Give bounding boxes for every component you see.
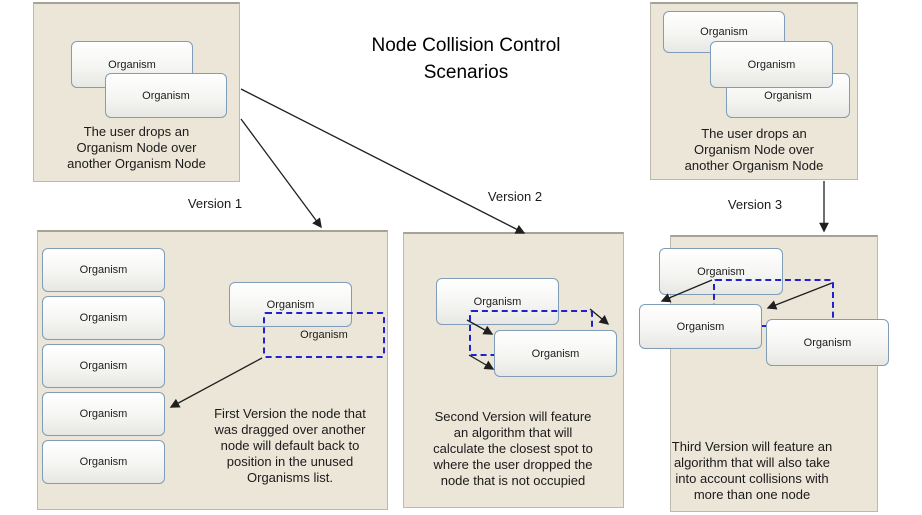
caption-line: another Organism Node bbox=[684, 158, 824, 173]
version-3-caption: Third Version will feature an algorithm … bbox=[652, 439, 852, 503]
organism-list-node: Organism bbox=[42, 296, 165, 340]
organism-list-node: Organism bbox=[42, 440, 165, 484]
organism-node: Organism bbox=[766, 319, 889, 366]
organism-list-node: Organism bbox=[42, 344, 165, 388]
drop-right-caption: The user drops an Organism Node over ano… bbox=[650, 126, 858, 174]
organism-node: Organism bbox=[105, 73, 227, 118]
caption-line: Organism Node over bbox=[694, 142, 814, 157]
organism-list-node: Organism bbox=[42, 248, 165, 292]
caption-line: an algorithm that will bbox=[453, 425, 573, 440]
caption-line: was dragged over another bbox=[214, 422, 366, 437]
version-2-caption: Second Version will feature an algorithm… bbox=[405, 409, 621, 489]
organism-node: Organism bbox=[229, 282, 352, 327]
organism-node: Organism bbox=[494, 330, 617, 377]
version-1-caption: First Version the node that was dragged … bbox=[192, 406, 388, 486]
caption-line: Third Version will feature an bbox=[671, 439, 833, 454]
arrow-dropleft-to-version2 bbox=[240, 88, 526, 234]
caption-line: more than one node bbox=[693, 487, 811, 502]
drop-left-caption: The user drops an Organism Node over ano… bbox=[33, 124, 240, 172]
caption-line: The user drops an bbox=[701, 126, 807, 141]
caption-line: node will default back to bbox=[220, 438, 360, 453]
caption-line: Organisms list. bbox=[247, 470, 333, 485]
organism-node: Organism bbox=[639, 304, 762, 349]
diagram-title: Node Collision Control Scenarios bbox=[330, 32, 602, 86]
caption-line: algorithm that will also take bbox=[673, 455, 831, 470]
caption-line: position in the unused bbox=[226, 454, 354, 469]
caption-line: node that is not occupied bbox=[440, 473, 586, 488]
caption-line: The user drops an bbox=[83, 124, 190, 139]
caption-line: another Organism Node bbox=[67, 156, 206, 171]
organism-node: Organism bbox=[436, 278, 559, 325]
diagram-title-line1: Node Collision Control bbox=[371, 35, 561, 56]
caption-line: Organism Node over bbox=[76, 140, 197, 155]
organism-node: Organism bbox=[710, 41, 833, 88]
caption-line: where the user dropped the bbox=[433, 457, 593, 472]
version-3-label: Version 3 bbox=[727, 197, 783, 212]
version-1-label: Version 1 bbox=[187, 196, 243, 211]
caption-line: Second Version will feature bbox=[434, 409, 592, 424]
ghost-drop-node: Organism bbox=[263, 312, 385, 358]
caption-line: calculate the closest spot to bbox=[433, 441, 593, 456]
caption-line: First Version the node that bbox=[214, 406, 366, 421]
version-2-label: Version 2 bbox=[487, 189, 543, 204]
caption-line: into account collisions with bbox=[675, 471, 829, 486]
diagram-title-line2: Scenarios bbox=[423, 62, 509, 83]
organism-list-node: Organism bbox=[42, 392, 165, 436]
